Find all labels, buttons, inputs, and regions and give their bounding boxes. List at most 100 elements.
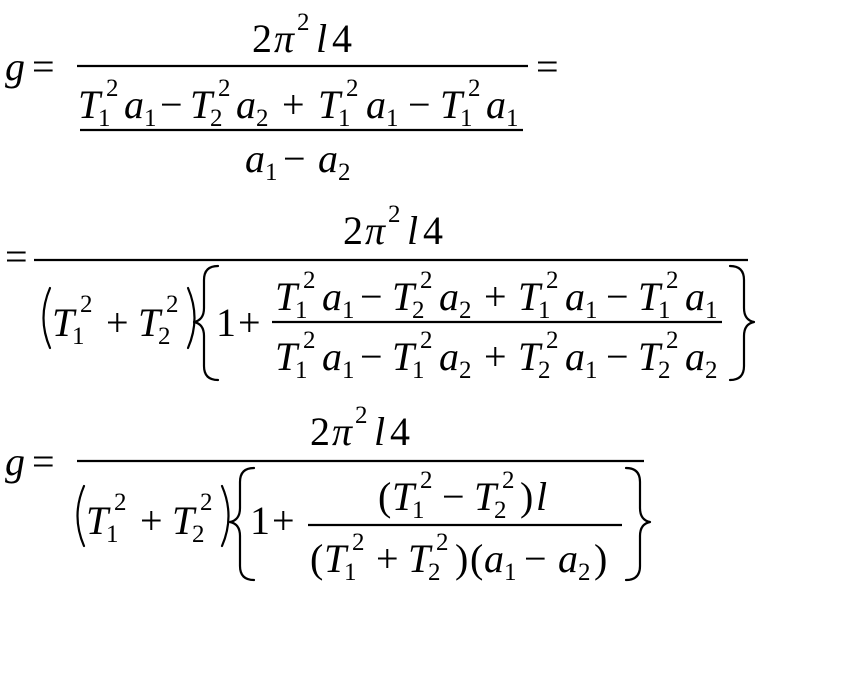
left-brace — [228, 466, 256, 582]
sum-of-squares-3: T 1 2 + T 2 2 — [76, 484, 230, 548]
svg-text:π: π — [274, 16, 295, 61]
svg-text:4: 4 — [423, 208, 443, 253]
svg-text:2: 2 — [420, 267, 433, 294]
svg-text:2: 2 — [436, 529, 449, 556]
svg-text:(: ( — [310, 536, 323, 581]
svg-text:2: 2 — [412, 297, 425, 324]
svg-text:1: 1 — [342, 357, 355, 384]
numerator-3: 2 π 2 l 4 — [310, 402, 410, 454]
equals-sign: = — [32, 44, 55, 89]
inner-numerator-3: ( T 1 2 − T 2 2 ) l — [378, 467, 547, 524]
svg-text:2: 2 — [218, 75, 231, 102]
svg-text:): ) — [455, 536, 468, 581]
svg-text:2: 2 — [459, 357, 472, 384]
svg-text:1: 1 — [412, 497, 425, 524]
svg-text:2: 2 — [388, 201, 401, 228]
right-paren — [220, 484, 230, 548]
svg-text:T: T — [392, 474, 417, 519]
svg-text:1: 1 — [412, 357, 425, 384]
svg-text:−: − — [360, 274, 383, 319]
svg-text:2: 2 — [420, 467, 433, 494]
svg-text:−: − — [408, 82, 431, 127]
svg-text:2: 2 — [420, 327, 433, 354]
svg-text:T: T — [78, 82, 103, 127]
svg-text:1: 1 — [504, 559, 517, 586]
svg-text:1: 1 — [344, 559, 357, 586]
svg-text:2: 2 — [303, 327, 316, 354]
svg-text:2: 2 — [114, 489, 127, 516]
svg-text:1: 1 — [506, 105, 519, 132]
numerator-1: 2 π 2 l 4 — [252, 9, 352, 61]
svg-text:a: a — [236, 82, 256, 127]
formula-3: g = 2 π 2 l 4 T 1 2 + T 2 2 1 + ( T 1 2 — [5, 402, 652, 586]
equals-sign-3: = — [32, 439, 55, 484]
svg-text:2: 2 — [297, 9, 310, 36]
svg-text:a: a — [565, 334, 585, 379]
formula-1: g = 2 π 2 l 4 T 1 2 a 1 − T 2 2 a 2 + T … — [5, 9, 559, 186]
svg-text:2: 2 — [494, 497, 507, 524]
svg-text:a: a — [322, 334, 342, 379]
svg-text:1: 1 — [72, 323, 85, 350]
svg-text:T: T — [408, 536, 433, 581]
svg-text:2: 2 — [502, 467, 515, 494]
svg-text:2: 2 — [468, 75, 481, 102]
svg-text:1: 1 — [295, 357, 308, 384]
right-brace — [728, 264, 756, 382]
leading-equals: = — [5, 234, 28, 279]
svg-text:4: 4 — [390, 409, 410, 454]
svg-text:+: + — [140, 498, 163, 543]
svg-text:+: + — [484, 274, 507, 319]
svg-text:1: 1 — [295, 297, 308, 324]
svg-text:1: 1 — [265, 159, 278, 186]
svg-text:+: + — [272, 498, 295, 543]
svg-text:1: 1 — [658, 297, 671, 324]
svg-text:T: T — [138, 300, 163, 345]
svg-text:T: T — [275, 274, 300, 319]
svg-text:a: a — [366, 82, 386, 127]
svg-text:T: T — [190, 82, 215, 127]
svg-text:−: − — [606, 334, 629, 379]
svg-text:−: − — [283, 136, 306, 181]
svg-text:1: 1 — [386, 105, 399, 132]
svg-text:2: 2 — [355, 402, 368, 429]
left-paren — [76, 484, 86, 548]
svg-text:2: 2 — [210, 105, 223, 132]
svg-text:a: a — [484, 536, 504, 581]
svg-text:2: 2 — [666, 267, 679, 294]
svg-text:a: a — [245, 136, 265, 181]
svg-text:a: a — [439, 334, 459, 379]
svg-text:+: + — [376, 536, 399, 581]
svg-text:1: 1 — [585, 357, 598, 384]
svg-text:1: 1 — [144, 105, 157, 132]
svg-text:−: − — [606, 274, 629, 319]
svg-text:2: 2 — [546, 267, 559, 294]
svg-text:2: 2 — [666, 327, 679, 354]
svg-text:l: l — [374, 409, 385, 454]
svg-text:2: 2 — [705, 357, 718, 384]
svg-text:a: a — [486, 82, 506, 127]
svg-text:a: a — [685, 274, 705, 319]
g-symbol: g — [5, 44, 25, 89]
right-brace — [624, 466, 652, 582]
numerator-2: 2 π 2 l 4 — [343, 201, 443, 253]
svg-text:1: 1 — [538, 297, 551, 324]
svg-text:2: 2 — [352, 529, 365, 556]
svg-text:2: 2 — [310, 409, 330, 454]
svg-text:T: T — [474, 474, 499, 519]
svg-text:a: a — [439, 274, 459, 319]
svg-text:−: − — [442, 474, 465, 519]
svg-text:1: 1 — [585, 297, 598, 324]
svg-text:l: l — [407, 208, 418, 253]
svg-text:−: − — [360, 334, 383, 379]
svg-text:1: 1 — [98, 105, 111, 132]
svg-text:2: 2 — [459, 297, 472, 324]
svg-text:2: 2 — [192, 521, 205, 548]
svg-text:π: π — [365, 208, 386, 253]
svg-text:a: a — [565, 274, 585, 319]
inner-denominator-3: ( T 1 2 + T 2 2 ) ( a 1 − a 2 ) — [310, 529, 607, 586]
svg-text:T: T — [638, 274, 663, 319]
svg-text:+: + — [106, 300, 129, 345]
svg-text:): ) — [520, 474, 533, 519]
svg-text:T: T — [275, 334, 300, 379]
